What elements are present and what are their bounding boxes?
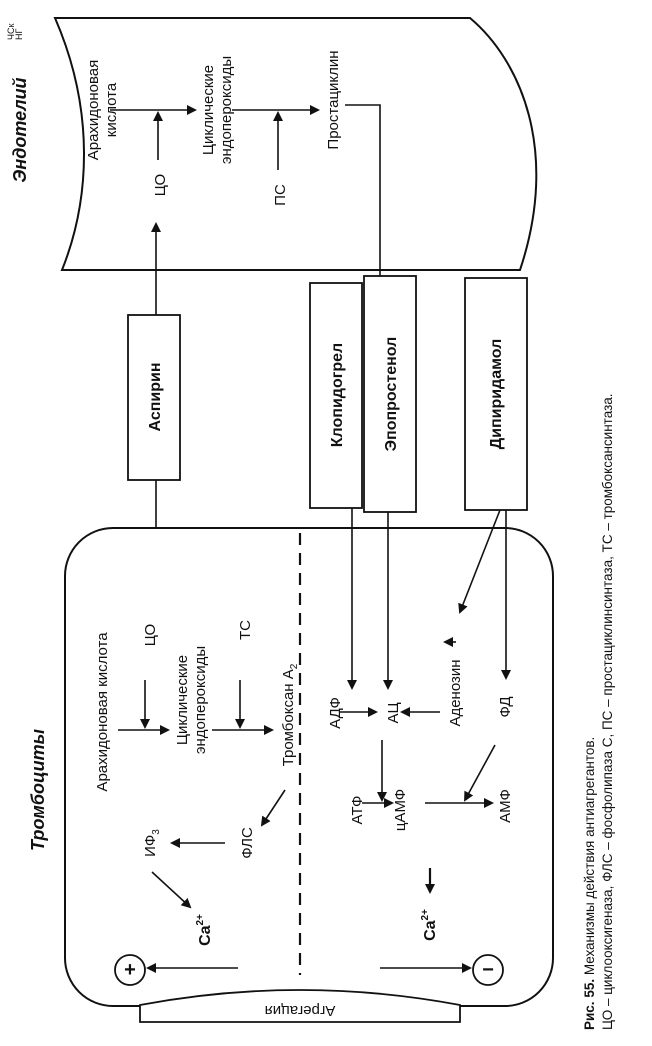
plt-fls-label: ФЛС	[239, 827, 256, 859]
endothelium-cell	[53, 17, 538, 271]
plt-arrow-ip3-to-ca	[151, 871, 192, 909]
clopidogrel-label: Клопидогрел	[329, 343, 346, 447]
epoprostenol-box	[363, 275, 417, 513]
region-label-platelets: Тромбоциты	[28, 728, 48, 851]
plt-ts-label: ТС	[237, 620, 254, 640]
plt-adp-label: АДФ	[327, 697, 344, 729]
plt-ac-label: АЦ	[385, 702, 402, 723]
aspirin-label: Аспирин	[147, 362, 164, 431]
clopidogrel-box	[309, 282, 363, 509]
aggregation-bar	[139, 989, 461, 1023]
endo-co-label: ЦО	[152, 174, 169, 196]
dipyridamole-box	[464, 277, 528, 511]
corner-mark-2: НГ	[14, 29, 24, 40]
plt-fd-label: ФД	[497, 696, 514, 717]
plt-atp-label: АТФ	[349, 796, 366, 825]
platelet-cell	[64, 527, 554, 1007]
caption-line1: Рис. 55. Механизмы действия антиагрегант…	[582, 737, 597, 1030]
endo-prostacyclin-label: Простациклин	[325, 50, 342, 149]
endo-cyclic-line2: эндопероксиды	[218, 56, 235, 164]
plt-thromboxane-label: Тромбоксан A2	[280, 663, 300, 766]
minus-circle	[472, 954, 504, 986]
plt-arrow-fd-to-amp	[464, 744, 496, 802]
prostacyclin-line	[345, 104, 381, 283]
plt-co-label: ЦО	[142, 624, 159, 646]
plt-ip3-label: ИФ3	[142, 829, 162, 857]
minus-sign: −	[482, 959, 494, 981]
plt-amp-label: АМФ	[497, 789, 514, 823]
plus-sign: +	[124, 959, 136, 981]
endo-ps-label: ПС	[272, 184, 289, 206]
aspirin-box	[127, 314, 181, 481]
endo-cyclic-line1: Циклические	[200, 65, 217, 155]
plt-arachidonic-label: Арахидоновая кислота	[94, 632, 111, 792]
corner-mark-1: ЧСк	[6, 24, 16, 40]
endo-arachidonic-line1: Арахидоновая	[85, 60, 102, 161]
plt-ca-left-label: Ca2+	[195, 914, 214, 946]
plt-adenosine-label: Аденозин	[447, 659, 464, 726]
caption-line2: ЦО – циклооксигеназа, ФЛС – фосфолипаза …	[600, 393, 615, 1030]
region-label-endothelium: Эндотелий	[10, 77, 30, 182]
plt-cyclic-line2: эндопероксиды	[192, 646, 209, 754]
aggregation-label: Агрегация	[265, 1002, 336, 1019]
epoprostenol-label: Эпопростенол	[383, 337, 400, 452]
dipyridamole-to-adenosine-arrow	[458, 509, 501, 614]
plus-circle	[114, 954, 146, 986]
plt-ca-right-label: Ca2+	[420, 909, 439, 941]
plt-arrow-thromboxane-to-fls	[260, 789, 286, 827]
dipyridamole-label: Дипиридамол	[488, 339, 505, 450]
plt-camp-label: цАМФ	[392, 789, 409, 831]
plt-cyclic-line1: Циклические	[174, 655, 191, 745]
